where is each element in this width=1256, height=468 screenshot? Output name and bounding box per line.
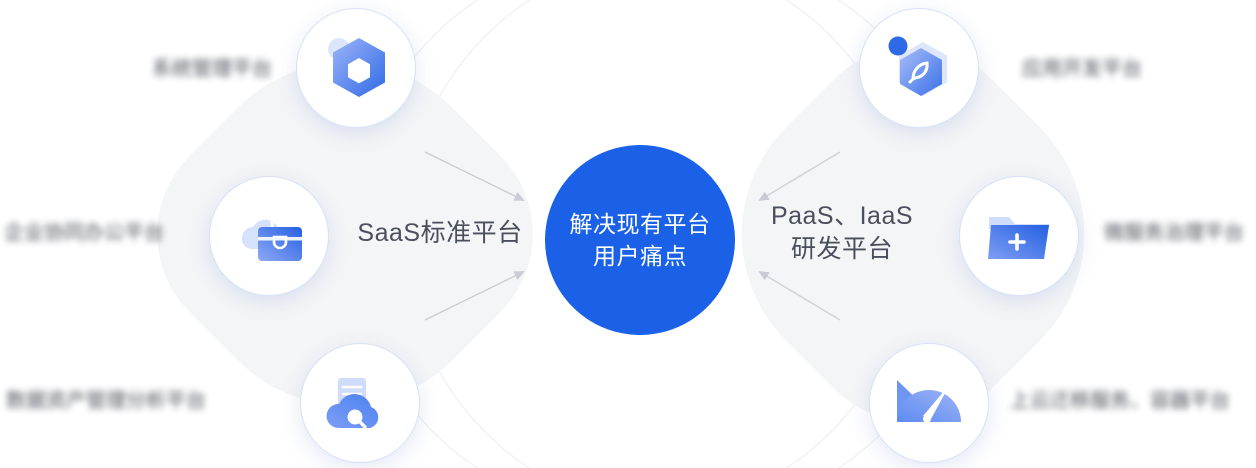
center-node-line2: 用户痛点 [593, 243, 687, 269]
cloud-briefcase-icon [232, 204, 306, 268]
node-top-right[interactable] [859, 8, 979, 128]
panel-label-paas-iaas: PaaS、IaaS 研发平台 [770, 202, 914, 263]
node-label-middle-left: 企业协同办公平台 [4, 222, 164, 244]
hexagon-cube-icon [321, 32, 391, 104]
node-label-top-right: 应用开发平台 [1022, 58, 1142, 80]
speedometer-icon [892, 374, 966, 432]
node-label-middle-right: 微服务治理平台 [1104, 222, 1244, 244]
node-bottom-right[interactable] [869, 343, 989, 463]
hexagon-rocket-icon [883, 32, 955, 104]
node-middle-right[interactable] [959, 176, 1079, 296]
cloud-search-doc-icon [322, 370, 398, 436]
node-bottom-left[interactable] [300, 343, 420, 463]
folder-plus-icon [983, 207, 1055, 265]
node-label-top-left: 系统管理平台 [152, 58, 272, 80]
node-middle-left[interactable] [209, 176, 329, 296]
node-label-bottom-right: 上云迁移服务、容器平台 [1010, 390, 1230, 412]
panel-label-saas: SaaS标准平台 [357, 219, 523, 247]
center-node: 解决现有平台 用户痛点 [545, 145, 735, 335]
center-node-line1: 解决现有平台 [569, 211, 711, 237]
node-label-bottom-left: 数据资产管理分析平台 [6, 390, 206, 412]
node-top-left[interactable] [296, 8, 416, 128]
